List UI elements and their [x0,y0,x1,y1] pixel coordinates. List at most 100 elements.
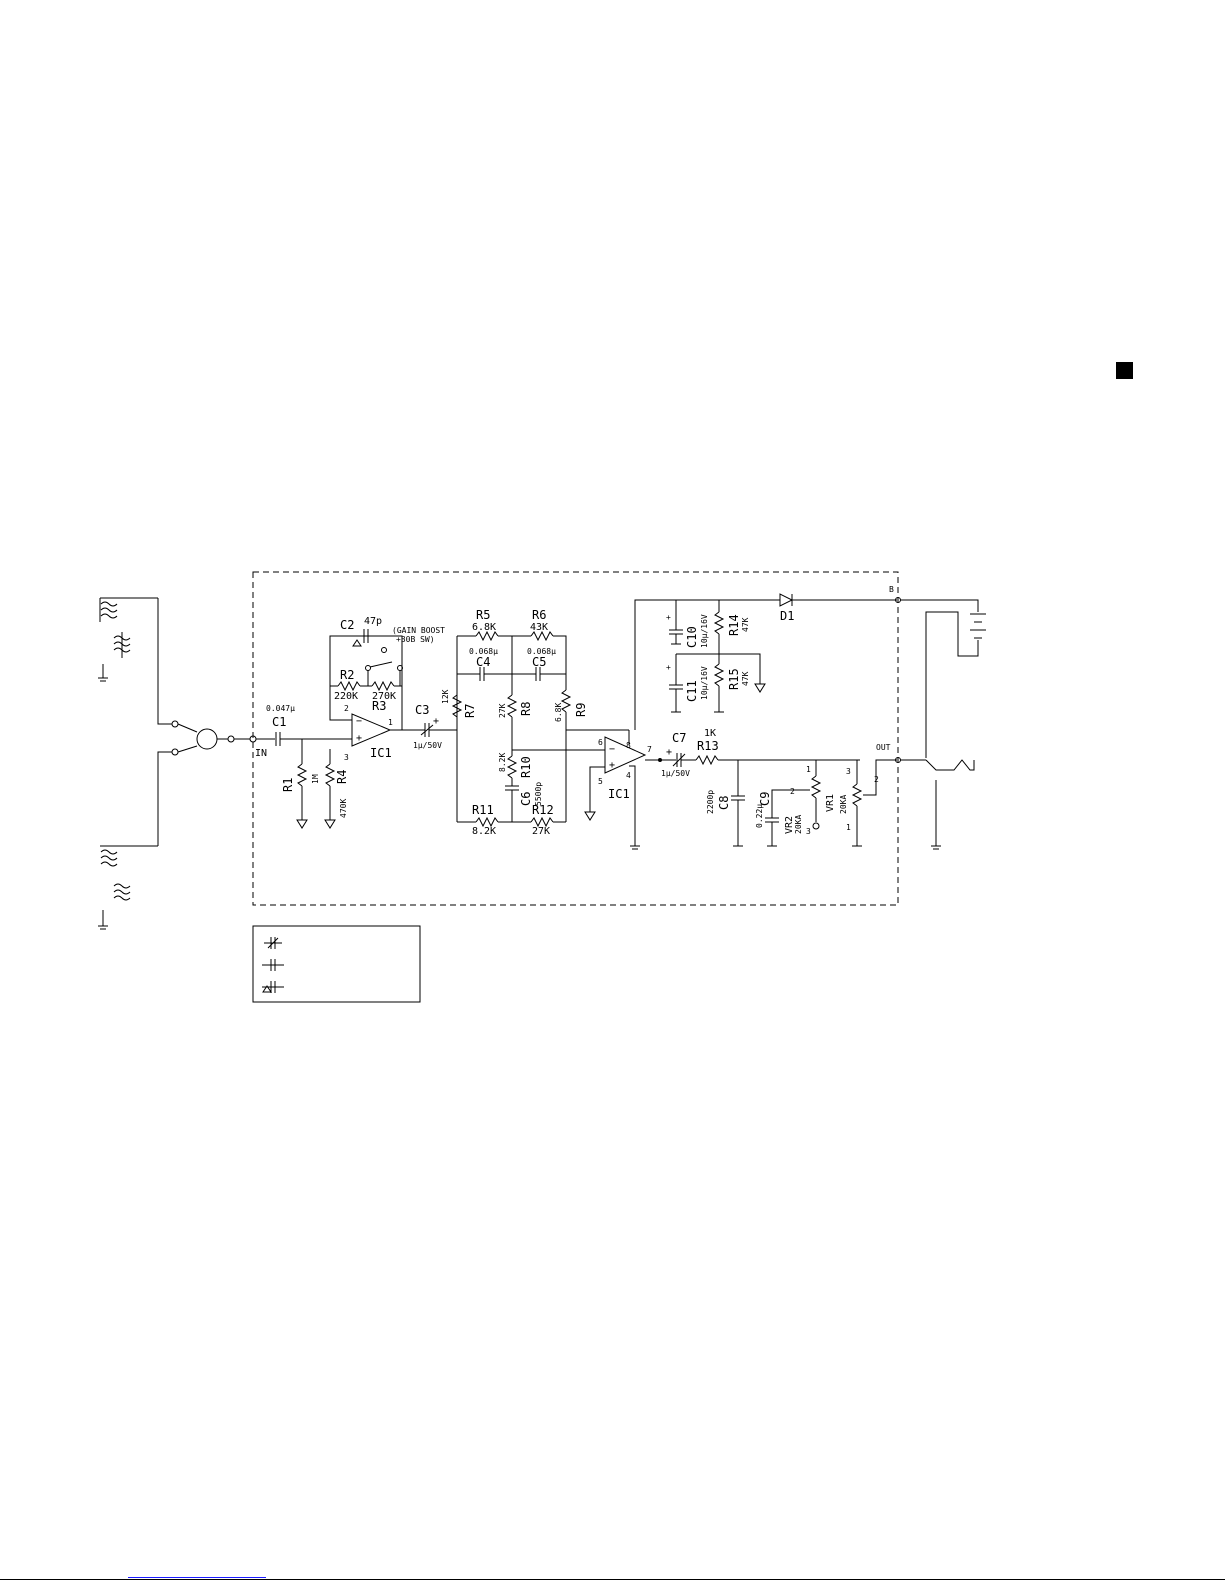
r1-ref: R1 [281,778,295,792]
svg-text:−: − [609,744,615,755]
r9-value: 6.8K [554,703,563,722]
vr2-potentiometer[interactable] [810,775,822,799]
svg-text:+: + [666,663,671,672]
c2-ref: C2 [340,618,354,632]
r10-value: 8.2K [498,753,507,772]
c11-value: 10μ/16V [700,666,709,700]
svg-text:4: 4 [626,771,631,780]
legend-electrolytic-icon [264,937,282,949]
selector-contact-bottom[interactable] [171,748,179,756]
c3-value: 1μ/50V [413,741,442,750]
c4-value: 0.068μ [469,647,498,656]
r2-ref: R2 [340,668,354,682]
r14-symbol [713,611,725,635]
c5-ref: C5 [532,655,546,669]
footer-link-underline[interactable] [128,1577,266,1578]
r6-ref: R6 [532,608,546,622]
svg-text:3: 3 [344,753,349,762]
r2-symbol [337,680,361,692]
svg-text:3: 3 [846,767,851,776]
gain-boost-switch[interactable] [381,647,387,653]
c1-ref: C1 [272,715,286,729]
c7-value: 1μ/50V [661,769,690,778]
c1-value: 0.047μ [266,704,295,713]
svg-text:2: 2 [344,704,349,713]
r13-ref: R13 [697,739,719,753]
ic1a-ref: IC1 [370,746,392,760]
d1-diode [779,593,794,607]
r8-value: 27K [498,703,507,718]
vr1-potentiometer[interactable] [851,783,863,807]
r6-symbol [530,630,554,642]
svg-text:+: + [666,747,672,758]
ic1b-ref: IC1 [608,787,630,801]
r1-symbol [296,763,308,787]
r9-ref: R9 [574,703,588,717]
r4-ref: R4 [335,770,349,784]
svg-text:5: 5 [598,777,603,786]
svg-text:+: + [609,760,615,771]
r3-symbol [371,680,395,692]
r11-symbol [475,816,499,828]
vr1-value: 20KA [839,795,848,814]
c5-value: 0.068μ [527,647,556,656]
pickup-top [98,597,158,682]
r2-value: 220K [334,691,358,702]
r5-ref: R5 [476,608,490,622]
r11-ref: R11 [472,803,494,817]
r7-ref: R7 [463,704,477,718]
ic1a-opamp [351,713,392,747]
output-jack[interactable] [925,759,975,846]
vr1-ref: VR1 [825,794,836,812]
c9-ref: C9 [758,792,772,806]
svg-text:2: 2 [874,775,879,784]
r12-value: 27K [532,826,550,837]
r10-symbol [506,755,518,779]
ic1b-opamp [604,736,647,774]
r11-value: 8.2K [472,826,496,837]
r3-ref: R3 [372,699,386,713]
pickup-bottom [98,845,158,930]
r1-value: 1M [311,774,320,784]
r13-value: 1K [704,728,716,739]
vr2-value: 20KA [794,815,803,834]
r5-symbol [475,630,499,642]
pickup-selector-switch[interactable] [196,728,218,750]
svg-text:+: + [433,716,439,727]
selector-contact-top[interactable] [171,720,179,728]
gain-boost-note: (GAIN BOOST [392,626,445,635]
r15-ref: R15 [727,668,741,690]
output-label: OUT [876,743,891,752]
r14-ref: R14 [727,614,741,636]
battery-terminal-label: B [889,585,894,594]
c6-ref: C6 [519,792,533,806]
c7-ref: C7 [672,731,686,745]
svg-text:6: 6 [598,738,603,747]
svg-text:1: 1 [806,765,811,774]
c6-value: 5500p [534,782,543,806]
c3-ref: C3 [415,703,429,717]
svg-text:3: 3 [806,827,811,836]
vr2-ref: VR2 [784,816,795,834]
svg-text:+: + [356,733,362,744]
r14-value: 47K [741,617,750,632]
c10-ref: C10 [685,626,699,648]
r12-ref: R12 [532,803,554,817]
c8-value: 2200p [706,790,715,814]
r4-symbol [324,763,336,787]
r3-value: 270K [372,691,396,702]
c4-ref: C4 [476,655,490,669]
legend-ceramic-icon [262,959,284,971]
legend-box [252,925,421,1003]
r5-value: 6.8K [472,622,496,633]
r9-symbol [560,689,572,713]
svg-text:7: 7 [647,745,652,754]
input-label: IN [255,748,267,759]
r8-ref: R8 [519,702,533,716]
svg-text:+30B SW): +30B SW) [396,635,435,644]
r15-symbol [713,663,725,687]
r8-symbol [506,694,518,718]
c8-ref: C8 [717,796,731,810]
c10-value: 10μ/16V [700,614,709,648]
r7-symbol [451,694,463,718]
